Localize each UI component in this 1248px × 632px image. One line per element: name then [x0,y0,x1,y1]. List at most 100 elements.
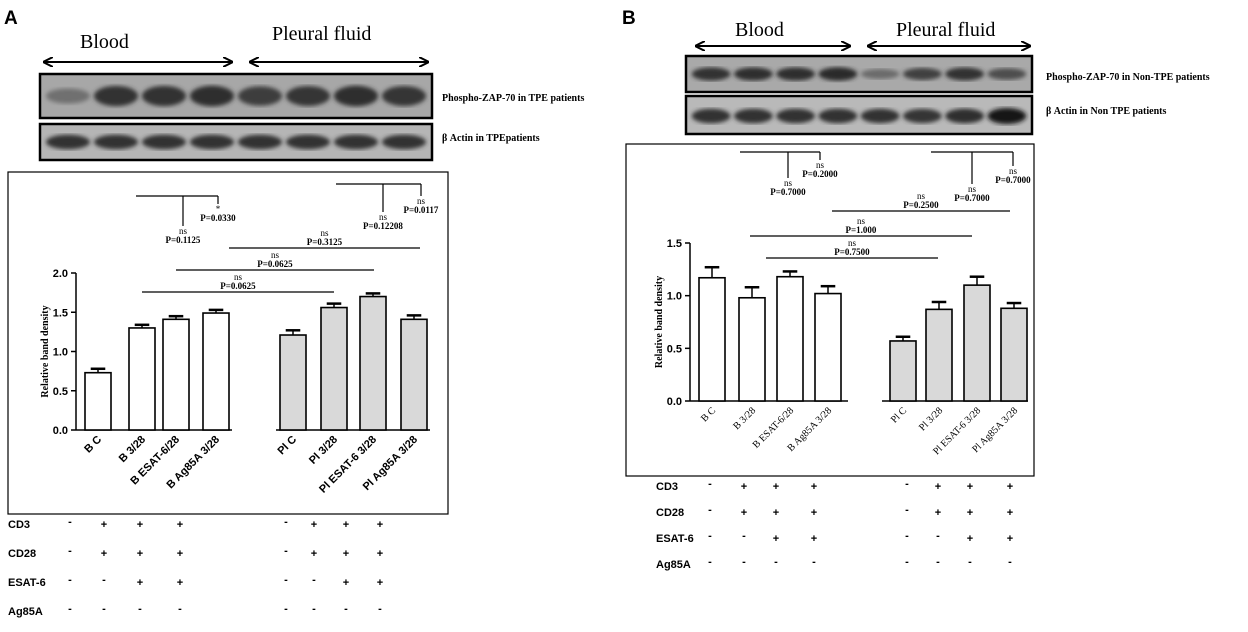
bar [279,334,307,431]
stim-row-label: Ag85A [656,559,691,571]
stim-mark: + [967,533,973,545]
stim-mark: - [936,530,940,542]
sig-p: P=0.7000 [770,187,806,197]
y-tick-label: 0.0 [667,396,682,408]
bar [814,292,842,402]
y-tick-label: 0.0 [53,425,68,437]
bar [738,296,766,402]
y-tick-label: 0.5 [667,343,682,355]
bar [84,371,112,431]
stim-mark: - [708,478,712,490]
blot-zap70-b-label: Phospho-ZAP-70 in Non-TPE patients [1046,72,1210,83]
blot-band [776,67,816,81]
blot-band [691,108,731,124]
blood-label-b: Blood [735,19,784,41]
stim-mark: - [708,504,712,516]
stim-mark: + [177,548,183,560]
blot-band [987,108,1027,124]
stim-mark: - [936,556,940,568]
blot-band [987,68,1027,80]
bar [359,295,387,431]
bar [162,318,190,431]
stim-mark: + [811,481,817,493]
blot-band [860,108,900,124]
sig-p: P=0.1125 [166,235,201,245]
blot-band [141,85,187,107]
stim-mark: - [284,603,288,615]
y-axis-label: Relative band density [654,276,665,368]
blot-actin-b-label: β Actin in Non TPE patients [1046,106,1166,117]
stim-mark: - [312,603,316,615]
sig-ns: ns [320,228,329,238]
x-tick-label: Pl 3/28 [917,405,945,433]
blot-band [776,108,816,124]
stim-row-label: Ag85A [8,606,43,618]
stim-mark: - [968,556,972,568]
sig-p: P=0.0330 [200,213,236,223]
bands-zap70-b [691,67,1027,81]
stim-mark: + [343,577,349,589]
stim-mark: + [177,577,183,589]
blot-band [237,86,283,106]
blot-band [381,134,427,150]
blot-band [381,86,427,106]
y-tick-label: 1.5 [53,307,68,319]
blot-band [45,88,91,104]
stim-mark: - [742,530,746,542]
stim-mark: + [377,577,383,589]
sig-p: P=0.0117 [404,205,439,215]
stim-mark: - [102,603,106,615]
stim-row-label: CD3 [656,481,678,493]
stim-mark: - [905,478,909,490]
stim-table-b: CD3-+++-+++CD28-+++-+++ESAT-6--++--++Ag8… [656,478,1013,571]
stim-mark: + [177,519,183,531]
x-tick-label: Pl 3/28 [307,434,340,467]
blot-band [285,86,331,106]
stim-mark: + [377,548,383,560]
blot-band [818,67,858,81]
sig-p: P=0.2000 [802,169,838,179]
stim-mark: - [774,556,778,568]
sig-p: P=0.7000 [995,175,1031,185]
bar [1000,307,1028,402]
stim-mark: + [811,507,817,519]
stim-table-a: CD3-+++-+++CD28-+++-+++ESAT-6--++--++Ag8… [8,516,383,618]
y-tick-label: 1.0 [53,347,68,359]
stim-mark: + [773,533,779,545]
sig-ns: ns [784,178,793,188]
blot-band [237,134,283,150]
blot-actin-a-label: β Actin in TPEpatients [442,133,540,144]
stim-mark: - [284,516,288,528]
stim-mark: - [284,545,288,557]
stim-mark: - [102,574,106,586]
blood-label: Blood [80,31,129,53]
stim-mark: - [68,516,72,528]
bands-zap70-a [45,85,427,107]
stim-mark: + [377,519,383,531]
stim-row-label: CD28 [656,507,684,519]
sig-ns: * [216,204,221,214]
sig-ns: ns [1009,166,1018,176]
stim-mark: + [343,519,349,531]
blot-zap70-a-label: Phospho-ZAP-70 in TPE patients [442,93,584,104]
stim-row-label: ESAT-6 [656,533,694,545]
blot-band [945,67,985,81]
pleural-label-b: Pleural fluid [896,19,995,41]
stim-mark: - [1008,556,1012,568]
sig-p: P=1.000 [846,225,877,235]
panel-a: A Blood Pleural fluid Phospho-ZAP-70 in … [4,8,584,618]
stim-mark: + [935,507,941,519]
blot-band [902,108,942,124]
bands-actin-b [691,108,1027,124]
chart-a-frame [7,171,449,515]
x-tick-label: B C [82,434,104,456]
pleural-label: Pleural fluid [272,23,371,45]
stim-mark: + [1007,533,1013,545]
panel-b-letter: B [622,8,636,29]
x-tick-label: B 3/28 [731,405,758,432]
stim-mark: + [137,519,143,531]
bar [698,276,726,402]
sig-ns: ns [917,191,926,201]
stim-mark: - [905,504,909,516]
